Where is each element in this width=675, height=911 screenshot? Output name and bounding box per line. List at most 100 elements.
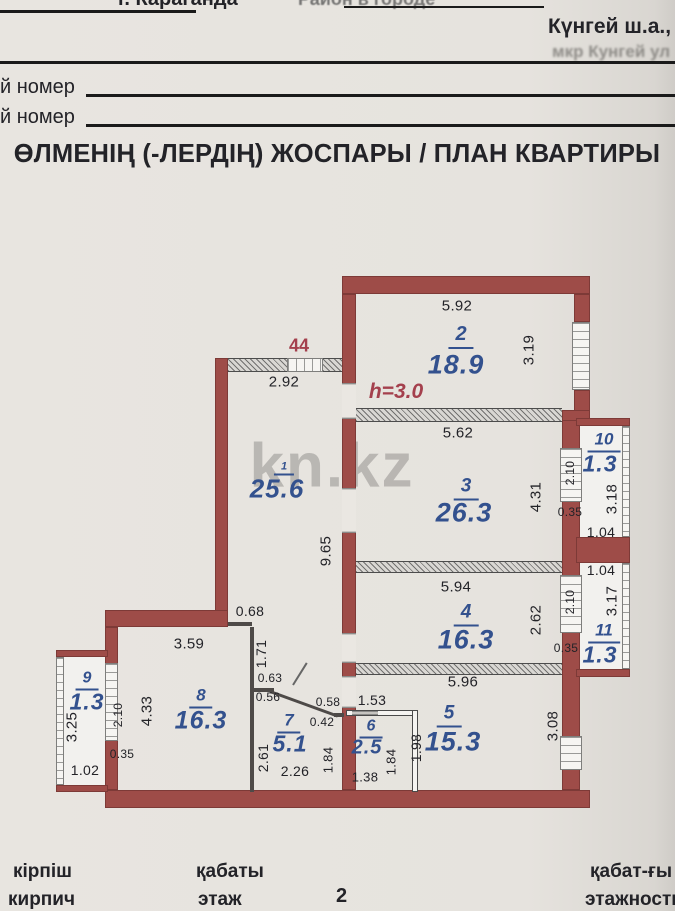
dimension-label: 5.62: [442, 424, 474, 442]
room-9-number: 9: [75, 670, 99, 691]
header-city: г. Караганда: [118, 0, 238, 11]
dimension-label: 0.35: [557, 505, 583, 519]
footer-floor-kz: қабаты: [196, 861, 264, 882]
wall-segment: [574, 294, 590, 322]
dimension-label: 1.98: [408, 733, 424, 763]
ceiling-height-note: h=3.0: [368, 380, 424, 403]
balcony-floor: [580, 563, 622, 669]
footer-floors-ru: этажность: [585, 889, 675, 910]
wall-segment: [576, 418, 630, 426]
footer-floor-ru: этаж: [198, 889, 242, 910]
dimension-label: 9.65: [317, 535, 335, 567]
dimension-label: 0.58: [315, 695, 341, 709]
dimension-label: 5.92: [441, 297, 473, 315]
header-district: Район в городе: [298, 0, 435, 10]
room-6-number: 6: [359, 718, 383, 739]
dimension-label: 3.25: [63, 711, 81, 743]
room-5-number: 5: [436, 703, 462, 728]
dimension-label: 3.17: [603, 585, 621, 617]
wall-segment: [576, 669, 630, 677]
room-8-area: 16.3: [174, 706, 228, 735]
underline: [344, 6, 544, 8]
dimension-label: 4.31: [527, 481, 545, 513]
header-field2-label: й номер: [0, 106, 75, 128]
thin-wall: [412, 710, 418, 792]
thin-wall: [228, 622, 252, 626]
header-address-line2: мкр Кунгей ул: [552, 42, 671, 61]
dimension-label: 2.61: [255, 743, 271, 773]
dimension-label: 3.59: [173, 635, 205, 653]
field2-line: [86, 124, 675, 127]
room-9-area: 1.3: [69, 688, 105, 715]
divider-line: [0, 61, 675, 64]
room-5-area: 15.3: [424, 726, 482, 757]
page-title: ӨЛМЕНІҢ (-ЛЕРДІҢ) ЖОСПАРЫ / ПЛАН КВАРТИР…: [13, 140, 661, 168]
balcony-floor: [580, 426, 622, 537]
thin-wall: [334, 713, 344, 717]
wall-segment: [342, 276, 590, 294]
window: [560, 575, 582, 633]
dimension-label: 1.02: [70, 762, 100, 778]
dimension-label: 3.18: [603, 483, 621, 515]
window: [56, 657, 64, 785]
wall-segment: [56, 785, 108, 792]
wall-segment: [576, 537, 630, 563]
dimension-label: 0.56: [255, 690, 281, 704]
header-field1-label: й номер: [0, 76, 75, 98]
dimension-label: 1.04: [586, 562, 616, 578]
room-6-area: 2.5: [351, 736, 383, 759]
room-4-number: 4: [453, 602, 479, 627]
door-opening: [352, 711, 378, 715]
window: [622, 426, 630, 537]
partition-wall: [356, 663, 562, 675]
window: [560, 448, 582, 502]
room-11-number: 11: [588, 621, 620, 644]
footer-material-ru: кирпич: [8, 889, 75, 910]
room-10-area: 1.3: [582, 450, 618, 477]
room-10-number: 10: [587, 430, 621, 453]
dimension-label: 2.92: [268, 373, 300, 391]
window: [560, 736, 582, 770]
wall-segment: [105, 610, 228, 627]
apartment-number: 44: [288, 335, 310, 356]
dimension-label: 1.53: [357, 692, 387, 708]
room-1-area: 25.6: [249, 473, 305, 504]
room-1-number: 1: [273, 461, 295, 476]
partition-wall: [356, 408, 562, 422]
footer-floor-value: 2: [336, 885, 348, 907]
dimension-label: 1.04: [586, 524, 616, 540]
dimension-label: 4.33: [138, 695, 156, 727]
dimension-label: 0.35: [109, 747, 135, 761]
partition-wall: [323, 358, 342, 372]
underline: [0, 10, 196, 13]
room-3-number: 3: [453, 476, 479, 501]
room-8-number: 8: [189, 686, 213, 709]
thin-wall: [250, 627, 254, 792]
window: [622, 563, 630, 669]
wall-segment: [56, 650, 108, 657]
room-7-area: 5.1: [272, 730, 308, 757]
dimension-label: 3.19: [520, 334, 538, 366]
door-opening: [342, 633, 356, 663]
room-4-area: 16.3: [437, 624, 495, 655]
dimension-label: 0.63: [257, 671, 283, 685]
footer-floors-kz: қабат-ғы: [590, 861, 673, 882]
room-7-number: 7: [277, 711, 301, 734]
thin-wall: [250, 688, 274, 692]
dimension-label: 1.38: [351, 769, 379, 785]
door-opening: [342, 676, 356, 708]
window: [287, 358, 323, 372]
dimension-label: 2.10: [563, 589, 577, 615]
dimension-label: 0.35: [553, 641, 579, 655]
watermark: kn.kz: [249, 431, 415, 501]
dimension-label: 3.08: [544, 710, 562, 742]
dimension-label: 2.62: [527, 604, 545, 636]
partition-wall: [228, 358, 287, 372]
dimension-label: 0.42: [309, 715, 335, 729]
dimension-label: 5.96: [447, 673, 479, 691]
dimension-label: 1.84: [383, 748, 399, 776]
room-2-number: 2: [448, 323, 474, 349]
balcony-floor: [64, 657, 108, 785]
dimension-label: 2.26: [280, 763, 310, 779]
dimension-label: 1.71: [253, 639, 269, 669]
